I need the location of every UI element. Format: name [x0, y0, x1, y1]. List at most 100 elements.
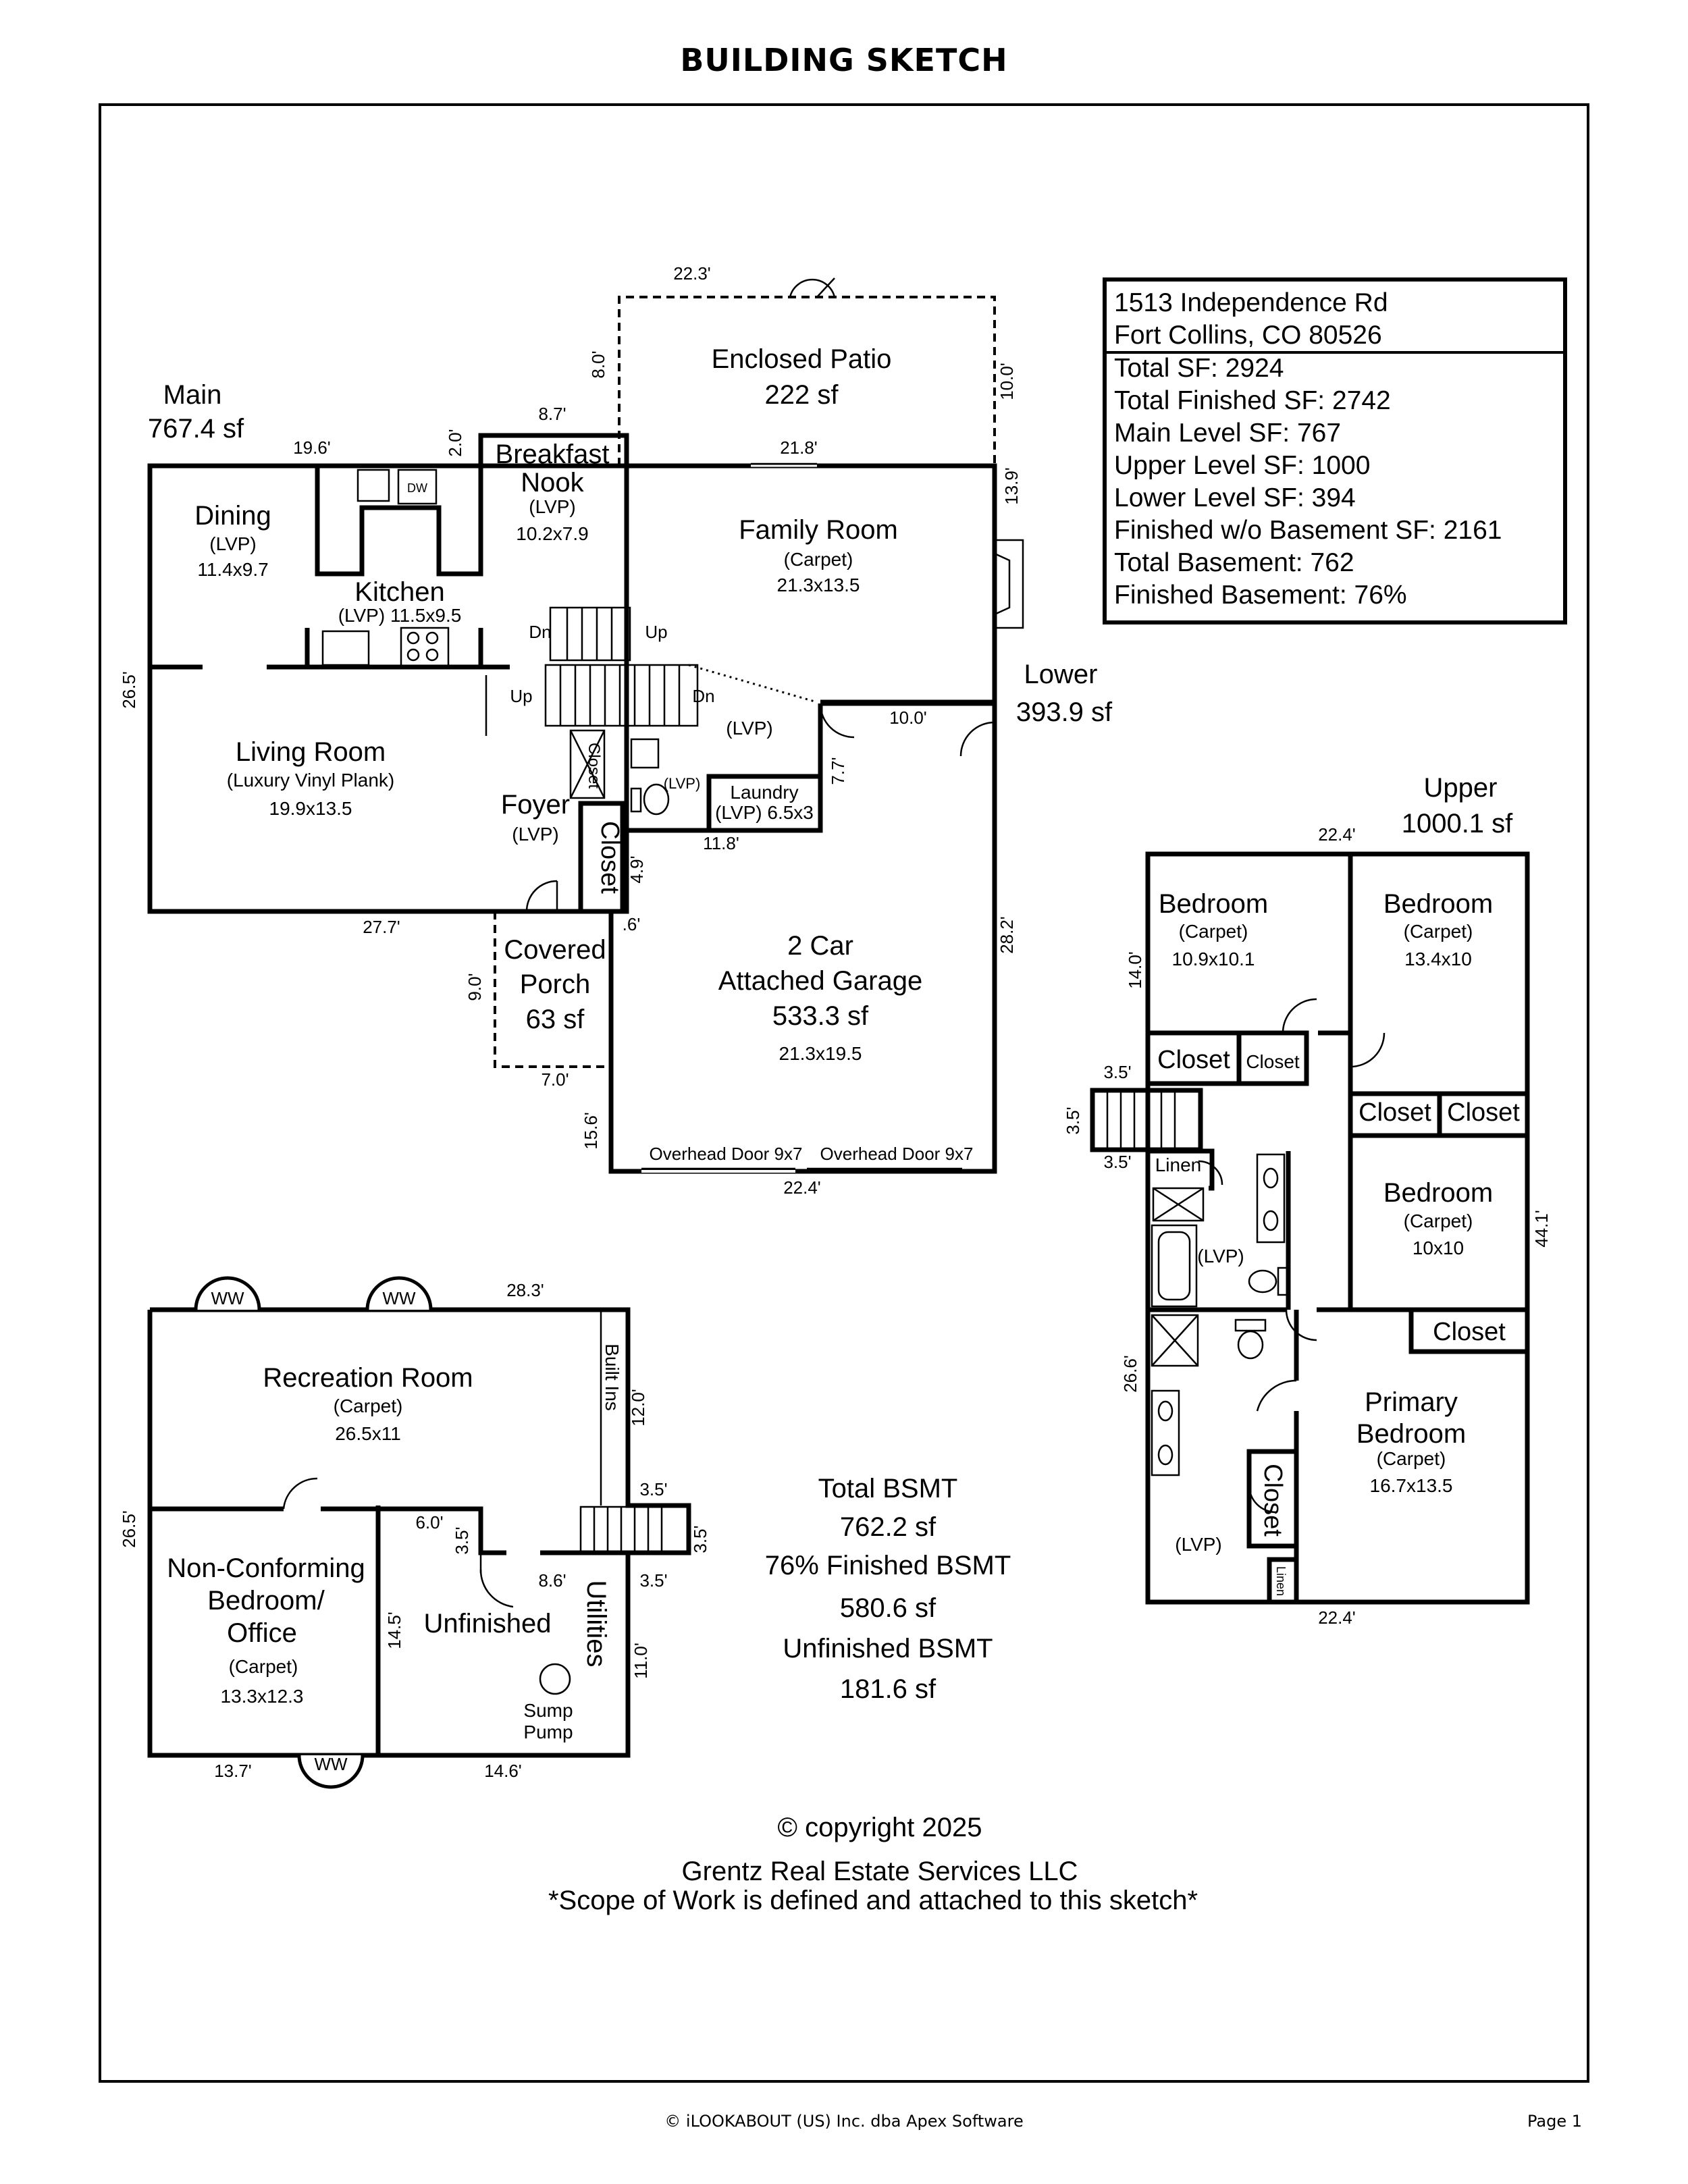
window-well-icon	[194, 1276, 261, 1310]
builtins-label: Built Ins	[602, 1343, 623, 1411]
primary-bedroom-dims: 16.7x13.5	[1370, 1475, 1453, 1496]
linen-a-label: Linen	[1155, 1154, 1202, 1175]
office-floor: (Carpet)	[229, 1656, 298, 1677]
basement-totals: Total BSMT 762.2 sf 76% Finished BSMT 58…	[765, 1474, 1011, 1704]
primary-vanity-icon	[1151, 1389, 1180, 1476]
upper-closet-e-label: Closet	[1259, 1464, 1287, 1537]
bedroom-3-floor: (Carpet)	[1404, 1210, 1473, 1231]
office-dims: 13.3x12.3	[221, 1686, 304, 1707]
credits: © copyright 2025 Grentz Real Estate Serv…	[548, 1813, 1198, 1915]
dim-bsmt-top: 28.3'	[506, 1280, 544, 1300]
dim-house-left: 26.5'	[119, 671, 139, 709]
dim-bsmt-unf-door: 8.6'	[538, 1570, 566, 1591]
upper-closet-b-label: Closet	[1246, 1051, 1300, 1072]
stair-up-1: Up	[645, 622, 667, 642]
unfinished-bsmt-label: Unfinished BSMT	[783, 1634, 993, 1663]
breakfast-nook-floor: (LVP)	[529, 496, 576, 517]
main-level-area: 767.4 sf	[148, 414, 244, 444]
overhead-door-right: Overhead Door 9x7	[820, 1144, 974, 1164]
window-well-icon	[297, 1755, 365, 1789]
info-total-finished-sf: Total Finished SF: 2742	[1114, 386, 1391, 415]
living-room-floor: (Luxury Vinyl Plank)	[227, 770, 394, 791]
family-room-floor: (Carpet)	[784, 549, 853, 570]
bedroom-3-name: Bedroom	[1383, 1178, 1493, 1208]
sump-pump-icon	[539, 1663, 571, 1695]
fireplace-icon	[995, 539, 1024, 629]
family-room-name: Family Room	[739, 515, 898, 545]
bedroom-2-floor: (Carpet)	[1404, 921, 1473, 942]
lower-level-label: Lower	[1024, 660, 1098, 689]
upper-level-plan: Upper 1000.1 sf Bedroom (Carpet) 10.9x10…	[1063, 773, 1552, 1628]
stair-up-2: Up	[510, 686, 532, 706]
breakfast-nook-dims: 10.2x7.9	[516, 523, 588, 544]
footer-page-number: Page 1	[1527, 2112, 1582, 2131]
powder-sink-icon	[630, 738, 660, 769]
dim-bsmt-unf-top: 6.0'	[415, 1512, 443, 1533]
page-border	[99, 103, 1589, 2083]
dim-bsmt-bottom-right: 14.6'	[484, 1761, 522, 1781]
covered-porch-area: 63 sf	[526, 1005, 585, 1034]
dim-bsmt-bottom-left: 13.7'	[214, 1761, 252, 1781]
dim-closet-side: 4.9'	[627, 855, 647, 883]
dim-upper-bottom: 22.4'	[1318, 1607, 1356, 1628]
info-address: 1513 Independence Rd	[1114, 288, 1388, 317]
stair-dotted-line	[688, 664, 818, 703]
upper-closet-d-label: Closet	[1447, 1098, 1520, 1127]
dim-family-right: 13.9'	[1001, 467, 1022, 505]
dim-bsmt-right-lower: 11.0'	[631, 1643, 651, 1679]
utilities-label: Utilities	[581, 1580, 611, 1668]
dim-upper-right: 44.1'	[1531, 1210, 1552, 1248]
range-icon	[400, 627, 450, 667]
dim-house-bottom: 27.7'	[363, 917, 400, 937]
hall-floor: (LVP)	[726, 718, 773, 739]
dim-upper-stair-side: 3.5'	[1063, 1107, 1083, 1134]
kitchen-sink-icon	[357, 469, 390, 502]
info-finished-basement: Finished Basement: 76%	[1114, 581, 1407, 610]
breakfast-nook-name2: Nook	[521, 468, 584, 498]
enclosed-patio-area: 222 sf	[765, 380, 839, 410]
primary-bedroom-name1: Primary	[1365, 1387, 1458, 1417]
dim-garage-left: 15.6'	[581, 1112, 601, 1150]
living-room-name: Living Room	[236, 737, 386, 767]
dim-bsmt-left: 26.5'	[119, 1510, 139, 1548]
primary-bedroom-floor: (Carpet)	[1377, 1448, 1446, 1469]
kitchen-name: Kitchen	[354, 577, 444, 607]
dim-patio-right: 10.0'	[997, 363, 1017, 400]
unfinished-door-icon	[479, 1569, 514, 1608]
foyer-closet-outline	[578, 801, 625, 914]
info-total-sf: Total SF: 2924	[1114, 354, 1284, 383]
dim-porch-left: 9.0'	[465, 973, 485, 1001]
lower-stairs	[544, 664, 699, 727]
office-name1: Non-Conforming	[167, 1553, 365, 1583]
bath-floor: (LVP)	[1197, 1246, 1244, 1267]
upper-stairs	[549, 606, 631, 662]
info-finished-wo-bsmt: Finished w/o Basement SF: 2161	[1114, 516, 1502, 545]
recreation-dims: 26.5x11	[335, 1423, 401, 1444]
dim-garage-right: 28.2'	[997, 916, 1017, 954]
linen-b-label: Linen	[1274, 1566, 1288, 1596]
garage-dims: 21.3x19.5	[779, 1043, 862, 1064]
dim-garage-notch: 7.7'	[828, 757, 848, 784]
info-upper-sf: Upper Level SF: 1000	[1114, 451, 1370, 480]
dining-floor: (LVP)	[209, 533, 257, 554]
recreation-floor: (Carpet)	[334, 1395, 403, 1416]
finished-bsmt-label: 76% Finished BSMT	[765, 1551, 1011, 1580]
dim-upper-stair-top: 3.5'	[1103, 1062, 1131, 1082]
laundry-wall	[627, 774, 823, 833]
sheet-title: BUILDING SKETCH	[680, 42, 1008, 78]
dim-garage-bottom: 22.4'	[783, 1177, 821, 1198]
garage-area: 533.3 sf	[772, 1001, 869, 1031]
foyer-closet-label: Closet	[596, 821, 624, 894]
window-well-1: WW	[211, 1288, 244, 1308]
dishwasher-label: DW	[407, 481, 427, 495]
lower-level-area: 393.9 sf	[1016, 697, 1113, 727]
info-total-basement: Total Basement: 762	[1114, 548, 1354, 577]
office-name3: Office	[227, 1618, 297, 1648]
covered-porch-name2: Porch	[520, 969, 591, 999]
main-level-label: Main	[163, 380, 222, 410]
breakfast-nook-name1: Breakfast	[496, 440, 610, 469]
unfinished-bsmt-area: 181.6 sf	[840, 1674, 937, 1704]
powder-toilet-icon	[643, 783, 670, 816]
bedroom-1-dims: 10.9x10.1	[1172, 949, 1255, 969]
dim-patio-left: 8.0'	[588, 350, 608, 378]
